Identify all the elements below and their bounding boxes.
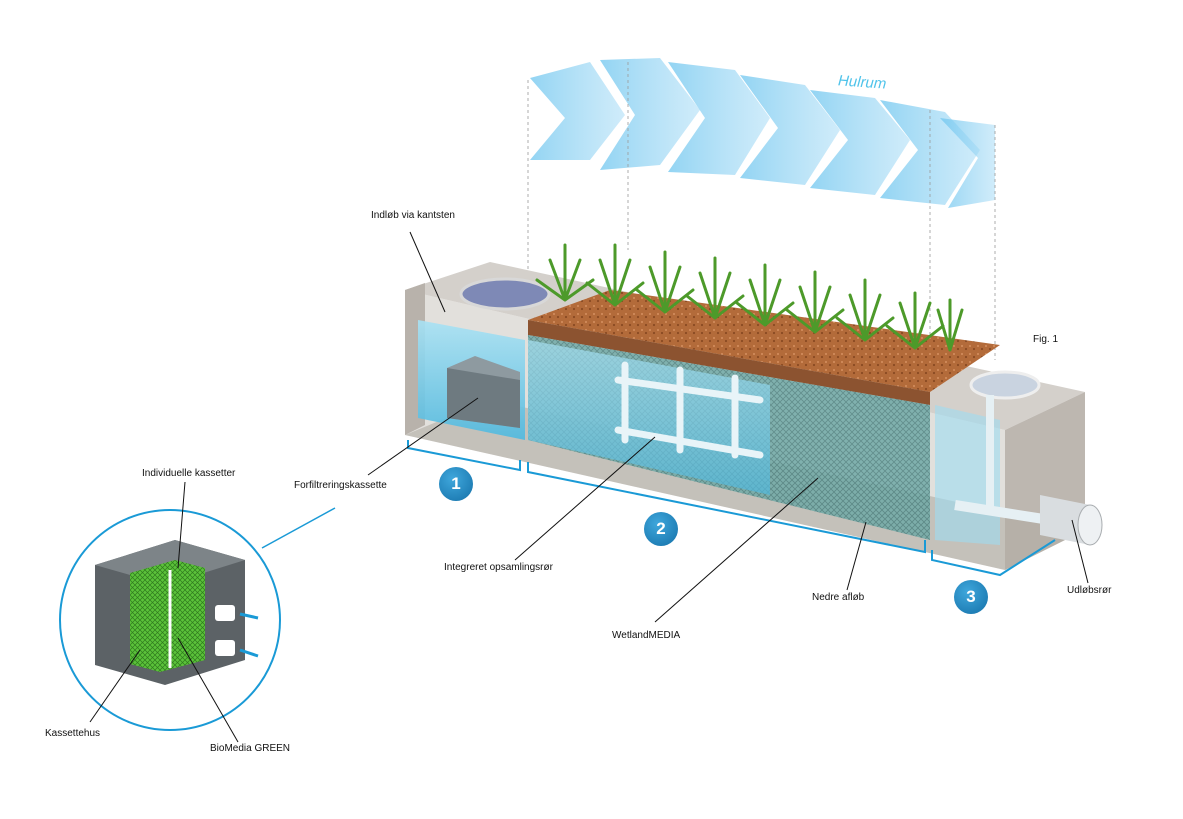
detail-leader-lines [89,481,239,743]
label-cassette-housing: Kassettehus [45,728,101,739]
stage-brackets [407,440,1056,577]
stage-badge-2: 2 [644,512,678,546]
hollow-space-guides [527,62,996,390]
hollow-space-chevrons [530,58,995,208]
label-inlet: Indløb via kantsten [371,210,455,221]
lower-drain-pipe [954,500,1051,525]
label-collector-pipe: Integreret opsamlingsrør [444,562,553,573]
label-biomedia: BioMedia GREEN [210,743,291,754]
stage-badge-1: 1 [439,467,473,501]
soil-front [528,320,930,405]
detail-connector [261,507,336,549]
diagram-title: Hulrum [837,72,887,93]
label-outlet-pipe: Udløbsrør [1067,585,1112,596]
collector-pipes [614,361,764,459]
label-lower-drain: Nedre afløb [812,592,865,603]
soil-layer [528,290,1000,392]
wetland-plants [535,243,964,352]
label-wetland-media: WetlandMEDIA [612,630,681,641]
stage-badge-3: 3 [954,580,988,614]
overflow-grate [969,370,1041,400]
label-prefilter: Forfiltreringskassette [294,480,387,491]
label-individual-cassettes: Individuelle kassetter [142,468,236,479]
outlet-pipe [1040,495,1103,546]
water-media-zone [528,340,770,495]
cassette-detail-circle [59,509,281,731]
inlet-grate [459,277,551,311]
prefilter-cassette [447,356,520,428]
leader-lines [367,231,1089,623]
figure-label: Fig. 1 [1033,334,1059,345]
